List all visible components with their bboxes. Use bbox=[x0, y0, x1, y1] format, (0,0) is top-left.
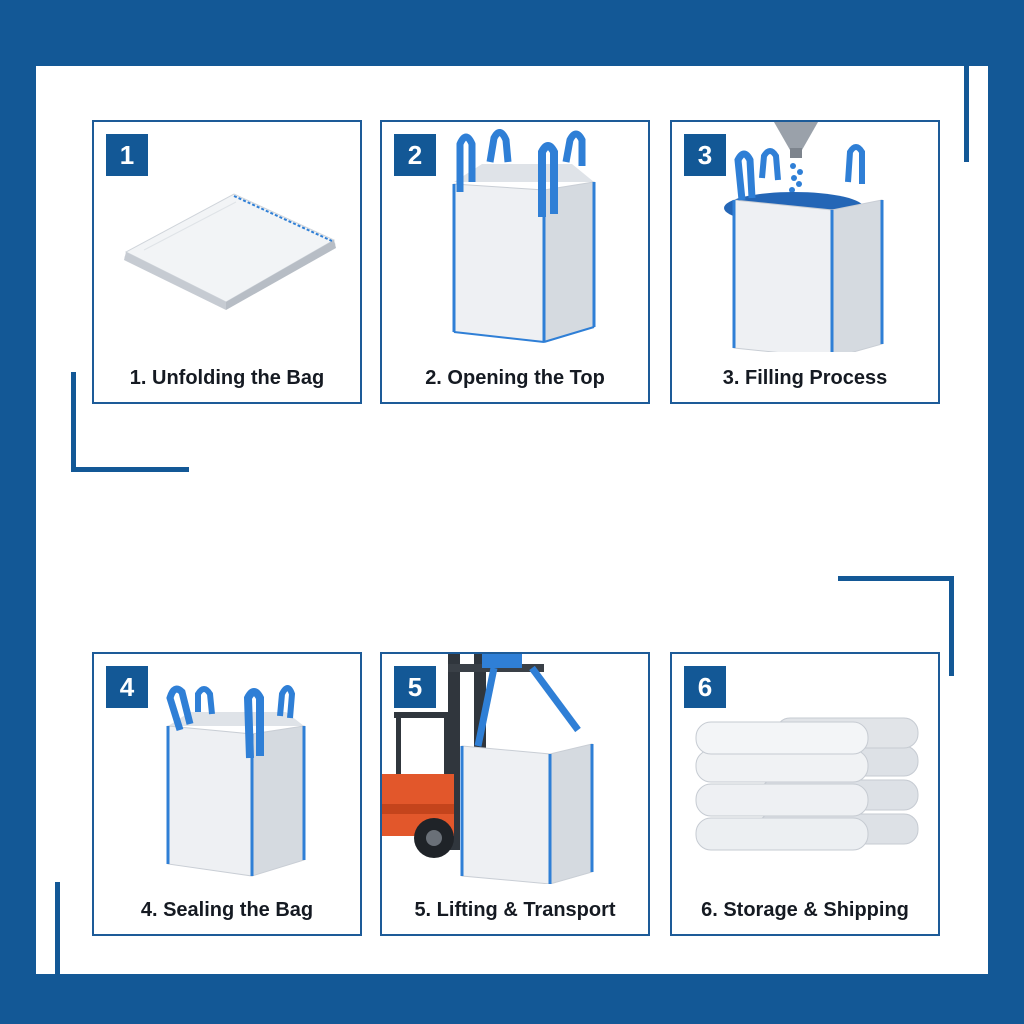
step-label: 5. Lifting & Transport bbox=[414, 899, 616, 921]
step-label: 2. Opening the Top bbox=[425, 367, 605, 389]
sealed-bag-icon bbox=[166, 685, 306, 877]
step-number-badge: 5 bbox=[394, 666, 436, 708]
step-card-6: 6 6. Storage & Shipping bbox=[670, 652, 940, 936]
open-bag-icon bbox=[452, 129, 596, 343]
stacked-bags-icon bbox=[695, 717, 919, 851]
filling-bag-icon bbox=[724, 122, 884, 352]
corner-line-top-right bbox=[964, 66, 969, 162]
step-label: 3. Filling Process bbox=[722, 367, 888, 389]
step-label: 6. Storage & Shipping bbox=[701, 899, 909, 921]
step-label: 1. Unfolding the Bag bbox=[129, 367, 325, 389]
forklift-bag-icon bbox=[382, 654, 594, 884]
corner-line-left-horizontal bbox=[71, 467, 189, 472]
step-number-badge: 2 bbox=[394, 134, 436, 176]
step-card-3: 3 3. Filling Process bbox=[670, 120, 940, 404]
step-number-badge: 4 bbox=[106, 666, 148, 708]
step-card-1: 1 1. Unfolding the Bag bbox=[92, 120, 362, 404]
step-card-4: 4 4. Sealing the Bag bbox=[92, 652, 362, 936]
step-number-badge: 6 bbox=[684, 666, 726, 708]
step-card-2: 2 2. Opening the Top bbox=[380, 120, 650, 404]
folded-bag-icon bbox=[124, 193, 336, 310]
corner-line-left-vertical bbox=[71, 372, 76, 472]
step-card-5: 5 5. Lifting & Transport bbox=[380, 652, 650, 936]
corner-line-right-vertical bbox=[949, 576, 954, 676]
step-label: 4. Sealing the Bag bbox=[140, 899, 314, 921]
step-number-badge: 1 bbox=[106, 134, 148, 176]
corner-line-right-horizontal bbox=[838, 576, 954, 581]
step-number-badge: 3 bbox=[684, 134, 726, 176]
corner-line-bottom-left bbox=[55, 882, 60, 974]
